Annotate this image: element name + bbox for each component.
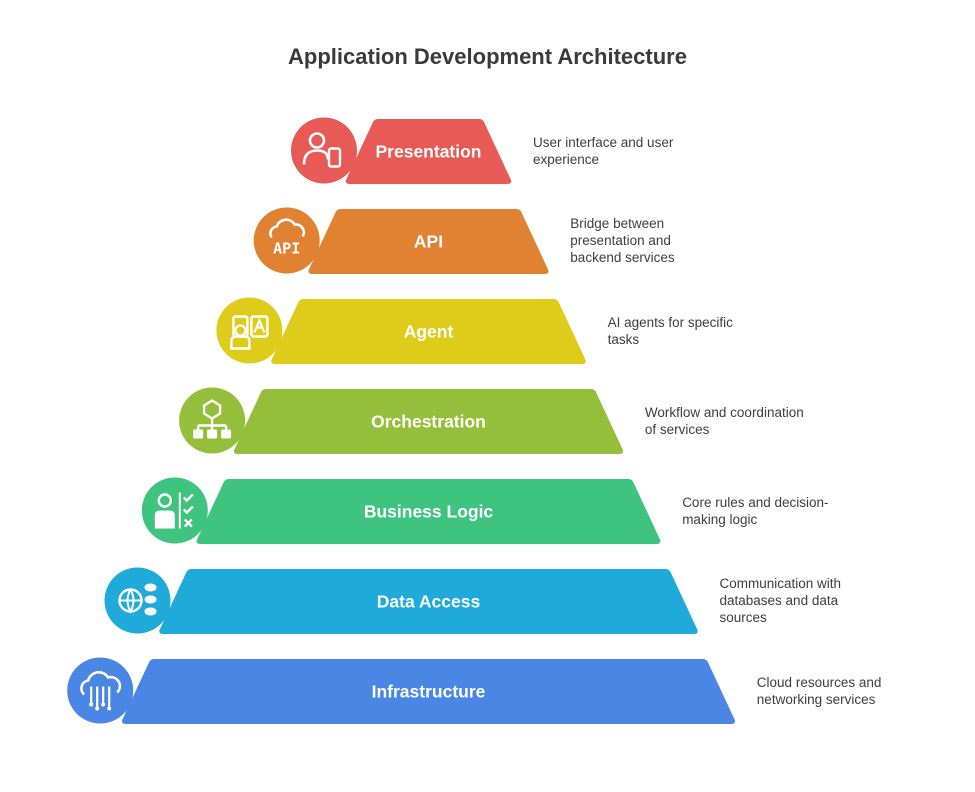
layer-description: User interface and user experience <box>533 134 674 167</box>
layer-label: Business Logic <box>364 502 494 522</box>
layer-description: Communication with databases and data so… <box>719 576 842 625</box>
layer-band <box>308 209 549 274</box>
user-phone-icon <box>291 117 357 184</box>
layer-description: Workflow and coordination of services <box>644 404 804 437</box>
layer-band <box>233 389 624 454</box>
layer-label: Orchestration <box>371 412 486 432</box>
layer-label: Presentation <box>376 142 482 162</box>
layer-description: Bridge between presentation and backend … <box>570 216 675 265</box>
layer-orchestration: Orchestration <box>233 389 624 454</box>
layer-presentation: Presentation <box>345 119 512 184</box>
api-cloud-icon: API <box>253 207 320 274</box>
globe-database-icon <box>104 567 171 634</box>
layer-agent: Agent <box>271 299 586 364</box>
decision-checklist-icon <box>141 477 208 544</box>
layer-business-logic: Business Logic <box>196 479 661 544</box>
layer-label: Data Access <box>377 592 481 612</box>
svg-text:API: API <box>273 240 300 258</box>
layer-label: API <box>414 232 443 252</box>
ai-agent-icon <box>216 297 283 364</box>
layer-description: Cloud resources and networking services <box>756 674 882 707</box>
layer-infrastructure: Infrastructure <box>121 659 736 724</box>
layer-api: API <box>308 209 549 274</box>
cloud-circuit-icon <box>67 657 134 724</box>
layer-band <box>196 479 661 544</box>
layer-band <box>159 569 698 634</box>
hierarchy-icon <box>179 387 246 454</box>
layer-band <box>271 299 586 364</box>
layer-band <box>121 659 736 724</box>
layer-band <box>345 119 512 184</box>
layer-data-access: Data Access <box>159 569 698 634</box>
diagram-title: Application Development Architecture <box>288 44 687 69</box>
layer-description: Core rules and decision-making logic <box>682 494 829 527</box>
layer-description: AI agents for specific tasks <box>607 314 733 347</box>
layer-label: Infrastructure <box>372 682 486 702</box>
layer-label: Agent <box>404 322 454 342</box>
